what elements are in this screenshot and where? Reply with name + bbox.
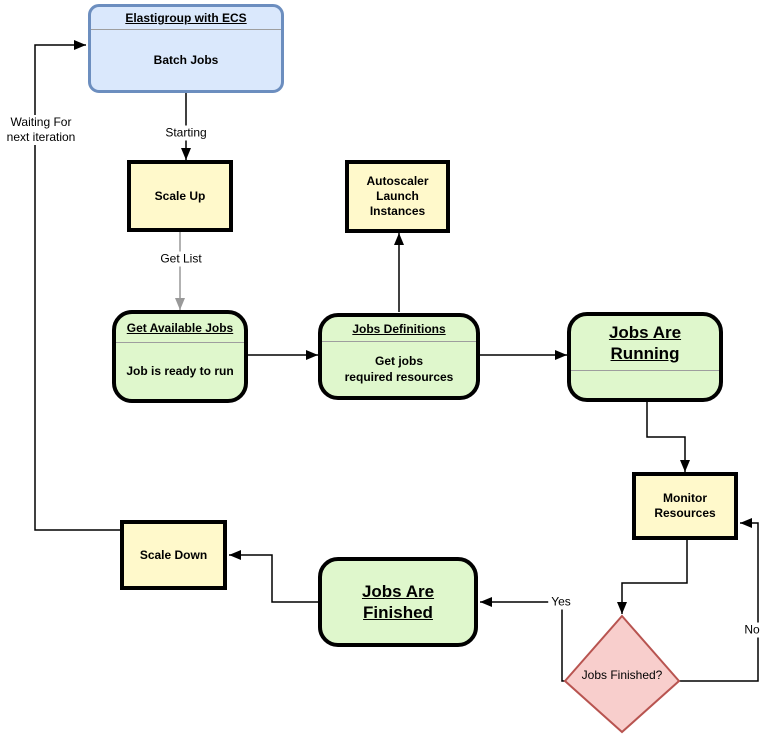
node-autoscaler-launch-instances: Autoscaler Launch Instances <box>345 160 450 233</box>
node-scale-up: Scale Up <box>127 160 233 232</box>
edge-decision-yes-to-finished <box>480 597 566 682</box>
divider <box>91 29 281 30</box>
edge-label-starting: Starting <box>162 125 210 141</box>
node-jobs-definitions: Jobs Definitions Get jobs required resou… <box>318 313 480 400</box>
edge-monitor-to-decision <box>617 540 688 614</box>
divider <box>116 342 244 343</box>
node-body: Job is ready to run <box>126 364 234 378</box>
node-body: Batch Jobs <box>153 53 219 67</box>
decision-label-jobs-finished: Jobs Finished? <box>581 668 663 682</box>
node-label: Autoscaler Launch Instances <box>366 174 429 218</box>
edge-label-get-list: Get List <box>157 251 205 267</box>
edge-label-no: No <box>741 622 763 638</box>
node-jobs-are-running: Jobs Are Running <box>567 312 723 402</box>
node-title: Jobs Definitions <box>352 322 446 336</box>
node-body: Get jobs required resources <box>344 354 454 384</box>
edge-scaledown-loop-to-batchjobs <box>34 40 120 531</box>
node-label: Scale Up <box>154 189 206 203</box>
node-elastigroup-batch-jobs: Elastigroup with ECS Batch Jobs <box>88 4 284 93</box>
node-title: Elastigroup with ECS <box>125 11 247 25</box>
node-label: Monitor Resources <box>654 491 716 520</box>
edge-label-yes: Yes <box>548 594 574 610</box>
node-get-available-jobs: Get Available Jobs Job is ready to run <box>112 310 248 403</box>
divider <box>571 370 719 371</box>
decision-diamond-jobs-finished <box>563 614 681 734</box>
edge-decision-no-to-monitor <box>679 518 759 682</box>
node-title: Jobs Are Finished <box>361 582 435 622</box>
edge-label-waiting-for-next-iteration: Waiting For next iteration <box>3 115 79 145</box>
edge-running-to-monitor <box>646 402 690 472</box>
node-body-empty <box>571 371 719 398</box>
node-title: Get Available Jobs <box>126 321 234 335</box>
node-scale-down: Scale Down <box>120 520 227 590</box>
edge-finished-to-scaledown <box>229 550 318 603</box>
node-jobs-are-finished: Jobs Are Finished <box>318 557 478 647</box>
node-title: Jobs Are Running <box>608 323 682 363</box>
node-monitor-resources: Monitor Resources <box>632 472 738 540</box>
node-label: Scale Down <box>139 548 208 562</box>
divider <box>322 341 476 342</box>
